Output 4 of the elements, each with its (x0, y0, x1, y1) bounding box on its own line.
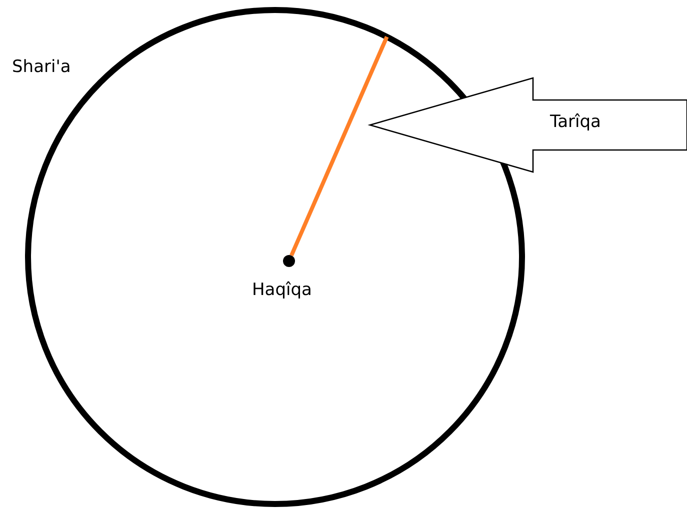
arrow-label: Tarîqa (550, 112, 601, 132)
connector-line (290, 36, 389, 256)
center-label: Haqîqa (252, 280, 312, 300)
circle-label: Shari'a (12, 57, 71, 77)
